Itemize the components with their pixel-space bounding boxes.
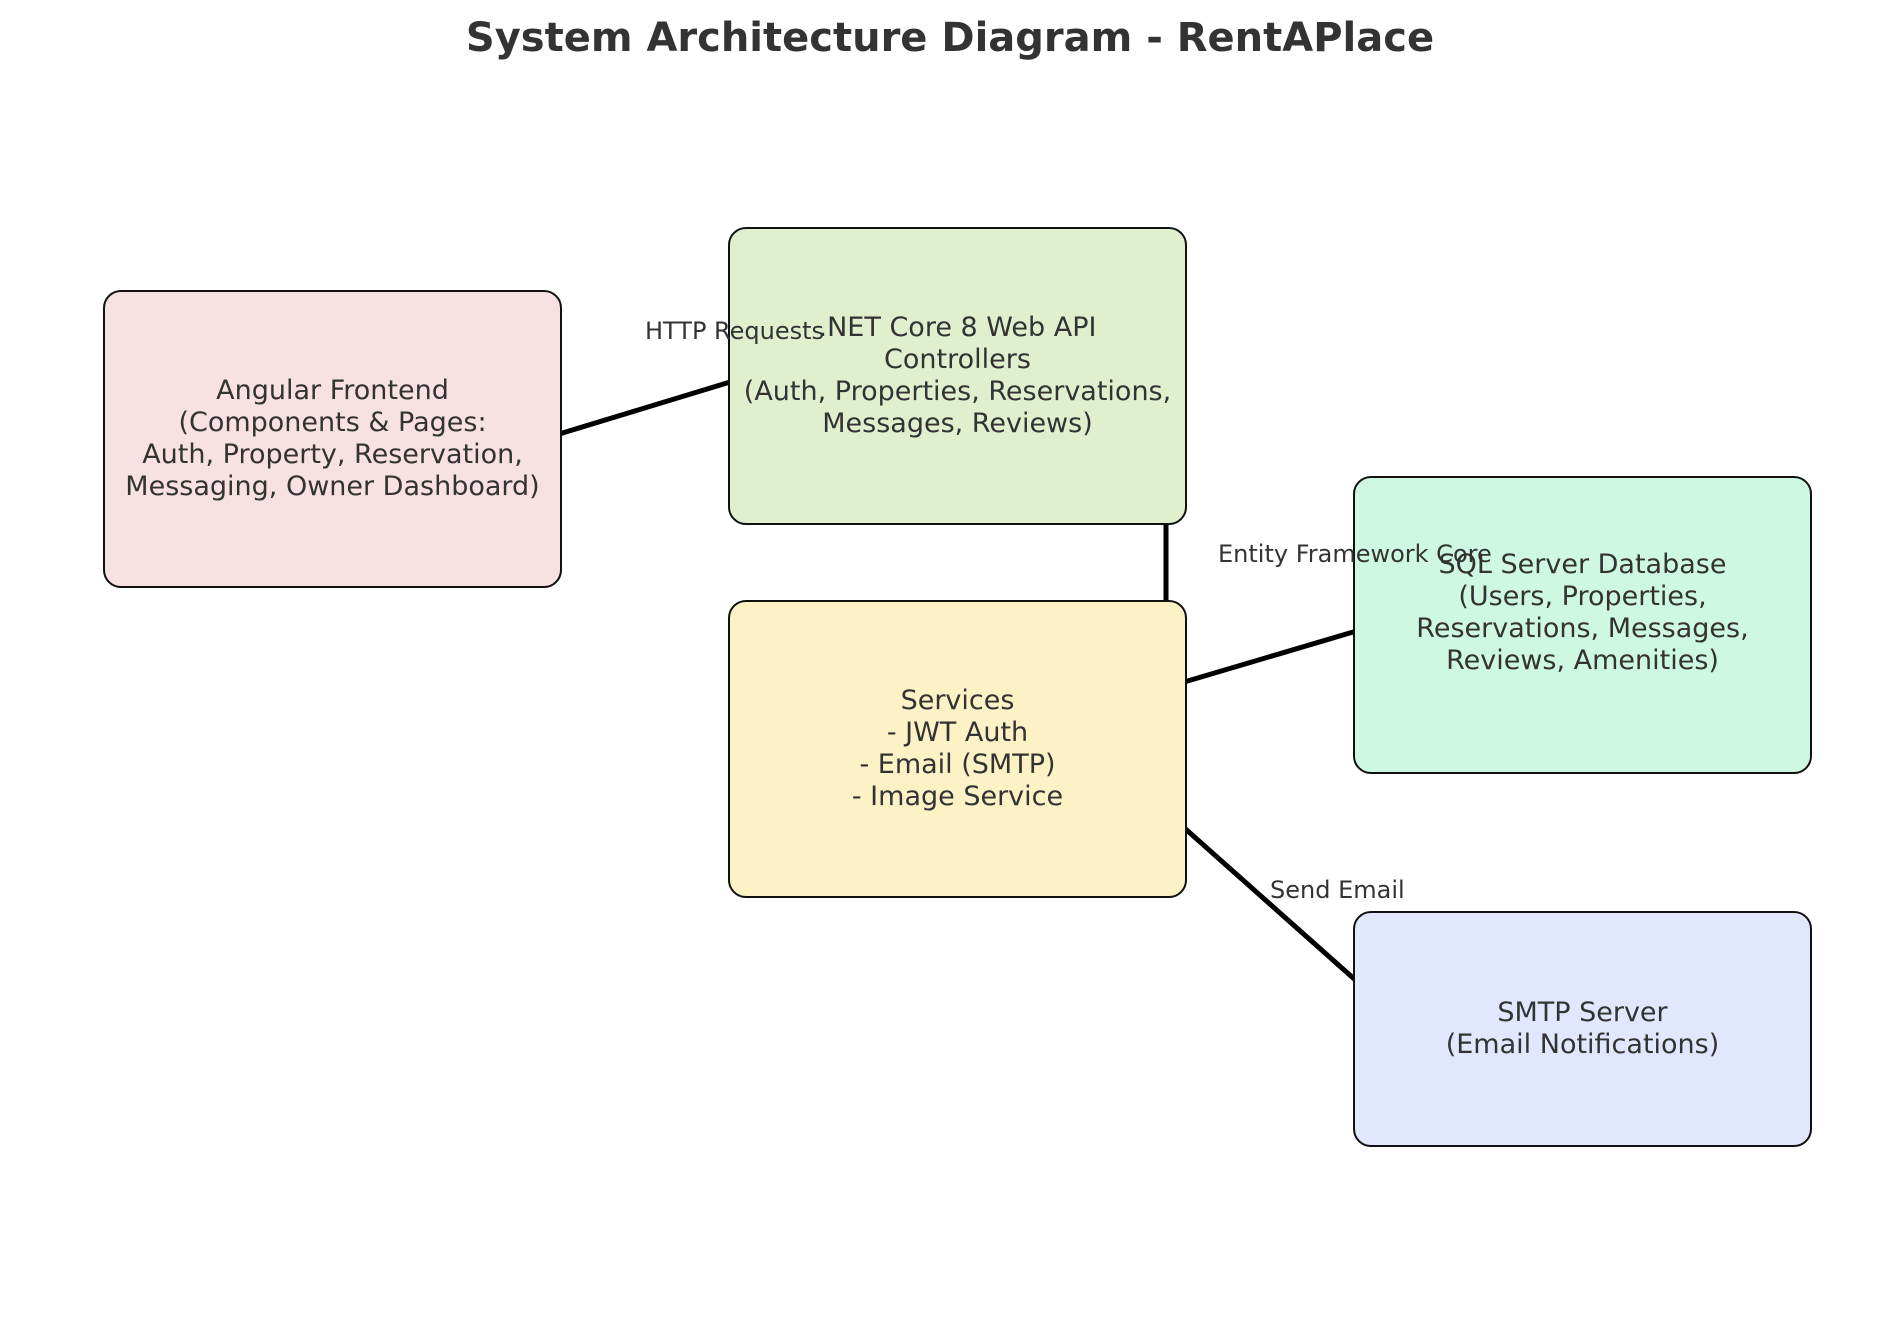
arrow-smtp-to-services [1169, 814, 1373, 996]
services-node: Services - JWT Auth - Email (SMTP) - Ima… [728, 600, 1187, 898]
sql-server-database-label: SQL Server Database (Users, Properties, … [1416, 549, 1749, 676]
arrow-frontend-to-api [543, 379, 743, 441]
diagram-title: System Architecture Diagram - RentAPlace [465, 15, 1435, 61]
smtp-server-node: SMTP Server (Email Notifications) [1353, 911, 1812, 1147]
sql-server-database-node: SQL Server Database (Users, Properties, … [1353, 476, 1812, 774]
edge-label-send-email: Send Email [1270, 876, 1405, 904]
smtp-server-label: SMTP Server (Email Notifications) [1445, 997, 1720, 1060]
angular-frontend-label: Angular Frontend (Components & Pages: Au… [125, 375, 540, 502]
edge-label-http-requests: HTTP Requests [645, 317, 825, 345]
arrow-database-to-services [1171, 624, 1373, 685]
edge-label-entity-framework-core: Entity Framework Core [1218, 540, 1492, 568]
angular-frontend-node: Angular Frontend (Components & Pages: Au… [103, 290, 562, 588]
services-label: Services - JWT Auth - Email (SMTP) - Ima… [851, 685, 1064, 812]
web-api-label: .NET Core 8 Web API Controllers (Auth, P… [743, 312, 1172, 439]
web-api-node: .NET Core 8 Web API Controllers (Auth, P… [728, 227, 1187, 525]
